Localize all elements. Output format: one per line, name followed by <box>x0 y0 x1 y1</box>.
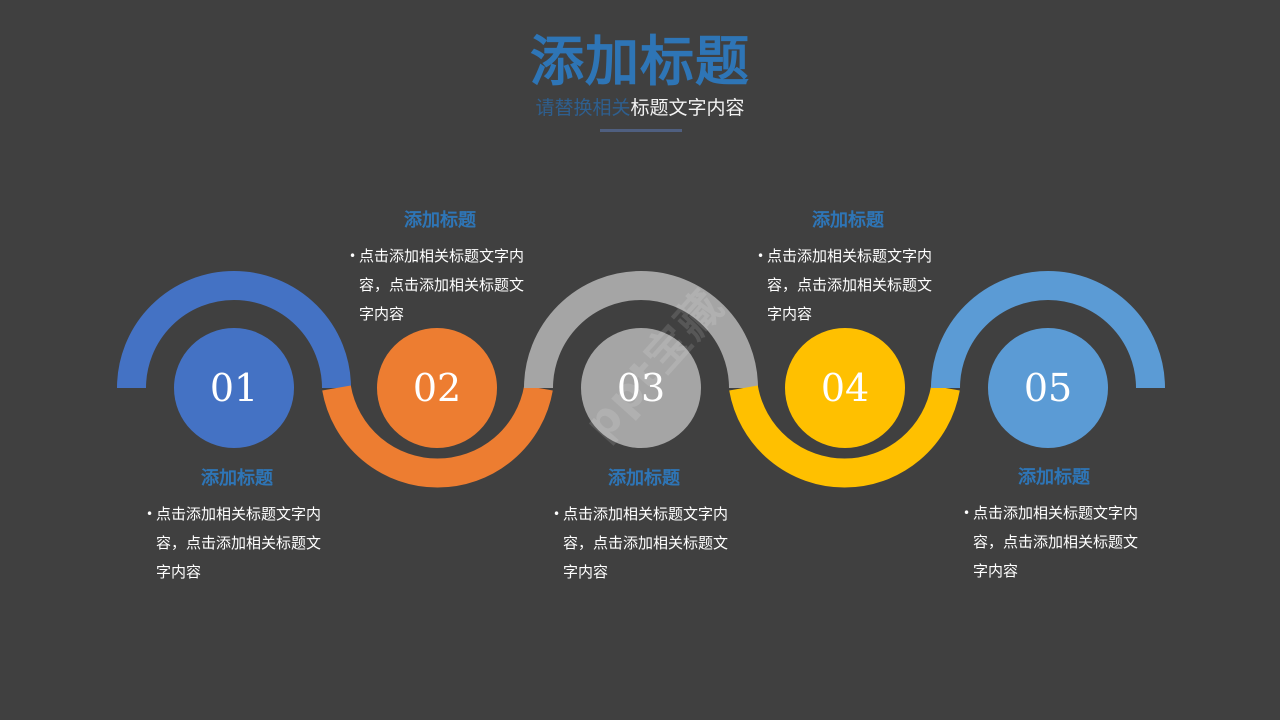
page-title: 添加标题 <box>530 29 750 93</box>
step-heading-3: 添加标题 <box>608 468 680 489</box>
subtitle-part-2: 标题文字内容 <box>630 97 745 119</box>
bullet-icon: • <box>146 507 154 521</box>
step-text-block-5: 添加标题 •点击添加相关标题文字内容，点击添加相关标题文字内容 <box>959 465 1149 586</box>
bullet-icon: • <box>553 507 561 521</box>
step-description-2: •点击添加相关标题文字内容，点击添加相关标题文字内容 <box>345 242 535 329</box>
circle-step-4 <box>785 328 905 448</box>
step-number-5: 05 <box>1023 366 1073 410</box>
step-text-block-2: 添加标题 •点击添加相关标题文字内容，点击添加相关标题文字内容 <box>345 208 535 329</box>
step-heading-4: 添加标题 <box>812 210 884 231</box>
page-subtitle: 请替换相关标题文字内容 <box>0 95 1280 121</box>
title-underline <box>600 129 682 132</box>
circle-step-1 <box>174 328 294 448</box>
circle-step-5 <box>988 328 1108 448</box>
step-number-4: 04 <box>820 366 870 410</box>
subtitle-part-1: 请替换相关 <box>535 97 631 119</box>
circle-step-3 <box>581 328 701 448</box>
step-text-block-3: 添加标题 •点击添加相关标题文字内容，点击添加相关标题文字内容 <box>549 466 739 587</box>
step-text-block-1: 添加标题 •点击添加相关标题文字内容，点击添加相关标题文字内容 <box>142 466 332 587</box>
step-heading-5: 添加标题 <box>1018 467 1090 488</box>
step-description-1: •点击添加相关标题文字内容，点击添加相关标题文字内容 <box>142 500 332 587</box>
step-text-block-4: 添加标题 •点击添加相关标题文字内容，点击添加相关标题文字内容 <box>753 208 943 329</box>
arc-step-5 <box>931 271 1165 389</box>
step-number-3: 03 <box>616 366 666 410</box>
step-description-5: •点击添加相关标题文字内容，点击添加相关标题文字内容 <box>959 499 1149 586</box>
arc-step-3 <box>524 271 758 389</box>
arc-step-1 <box>117 271 351 389</box>
step-number-1: 01 <box>209 366 259 410</box>
step-description-4: •点击添加相关标题文字内容，点击添加相关标题文字内容 <box>753 242 943 329</box>
circle-step-2 <box>377 328 497 448</box>
bullet-icon: • <box>757 249 765 263</box>
step-number-2: 02 <box>412 366 462 410</box>
step-description-3: •点击添加相关标题文字内容，点击添加相关标题文字内容 <box>549 500 739 587</box>
bullet-icon: • <box>963 506 971 520</box>
bullet-icon: • <box>349 249 357 263</box>
step-heading-1: 添加标题 <box>201 468 273 489</box>
arc-step-4 <box>729 385 960 488</box>
step-heading-2: 添加标题 <box>404 210 476 231</box>
arc-step-2 <box>322 385 553 488</box>
